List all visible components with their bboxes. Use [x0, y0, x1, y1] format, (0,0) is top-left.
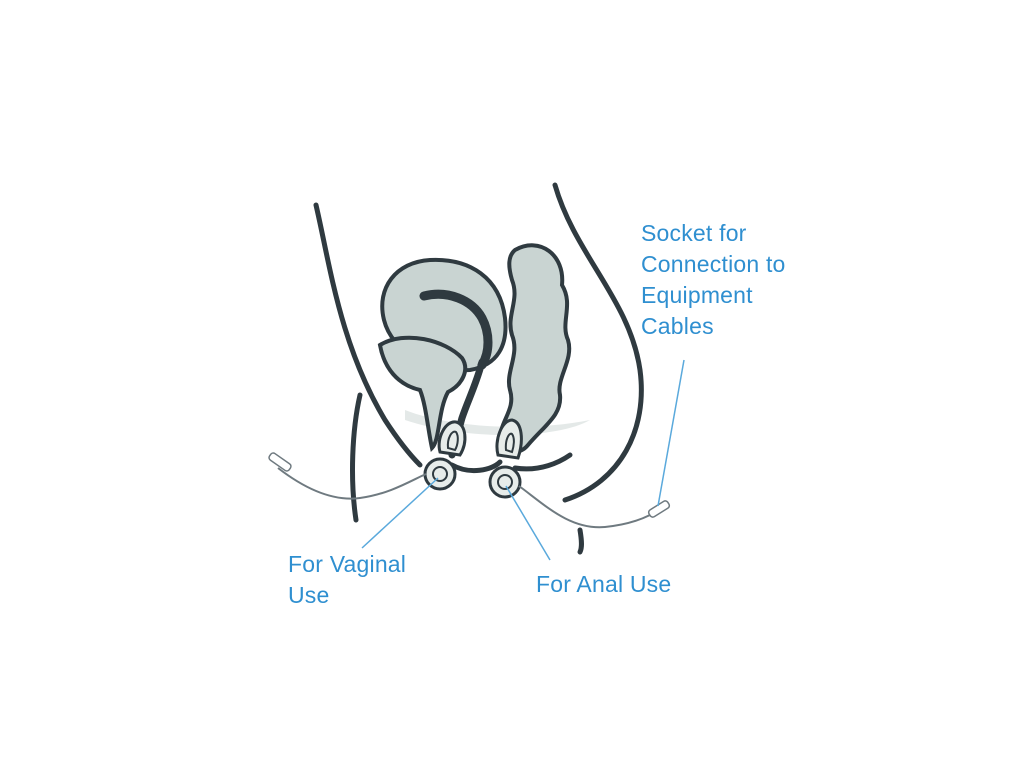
- cable-plug-icon: [647, 500, 671, 518]
- uterine-cavity: [419, 289, 493, 370]
- perineum-outline: [449, 452, 573, 474]
- anal-use-label: For Anal Use: [536, 569, 671, 600]
- socket-connection-label: Socket for Connection to Equipment Cable…: [641, 218, 786, 342]
- vaginal-probe-icon: [423, 420, 467, 491]
- vaginal-probe-cable: [277, 467, 427, 500]
- leader-line-anal: [505, 485, 551, 561]
- socket-label-line: Equipment: [641, 282, 753, 308]
- anal-probe-cable: [518, 485, 651, 529]
- cable-plug-icon: [268, 452, 292, 472]
- vaginal-label-line: Use: [288, 582, 330, 608]
- socket-label-line: Cables: [641, 313, 714, 339]
- leader-line-socket: [657, 359, 685, 507]
- anal-probe-icon: [488, 418, 523, 499]
- socket-label-line: Socket for: [641, 220, 747, 246]
- leader-line-vaginal: [361, 477, 439, 549]
- body-back-outline: [552, 182, 644, 503]
- vaginal-label-line: For Vaginal: [288, 551, 407, 577]
- body-front-lower-outline: [350, 392, 363, 523]
- bladder-organ: [377, 335, 468, 452]
- body-front-outline: [313, 202, 423, 468]
- body-back-lower-outline: [577, 527, 584, 555]
- anal-label-line: For Anal Use: [536, 571, 672, 597]
- socket-label-line: Connection to: [641, 251, 786, 277]
- vaginal-use-label: For Vaginal Use: [288, 549, 406, 611]
